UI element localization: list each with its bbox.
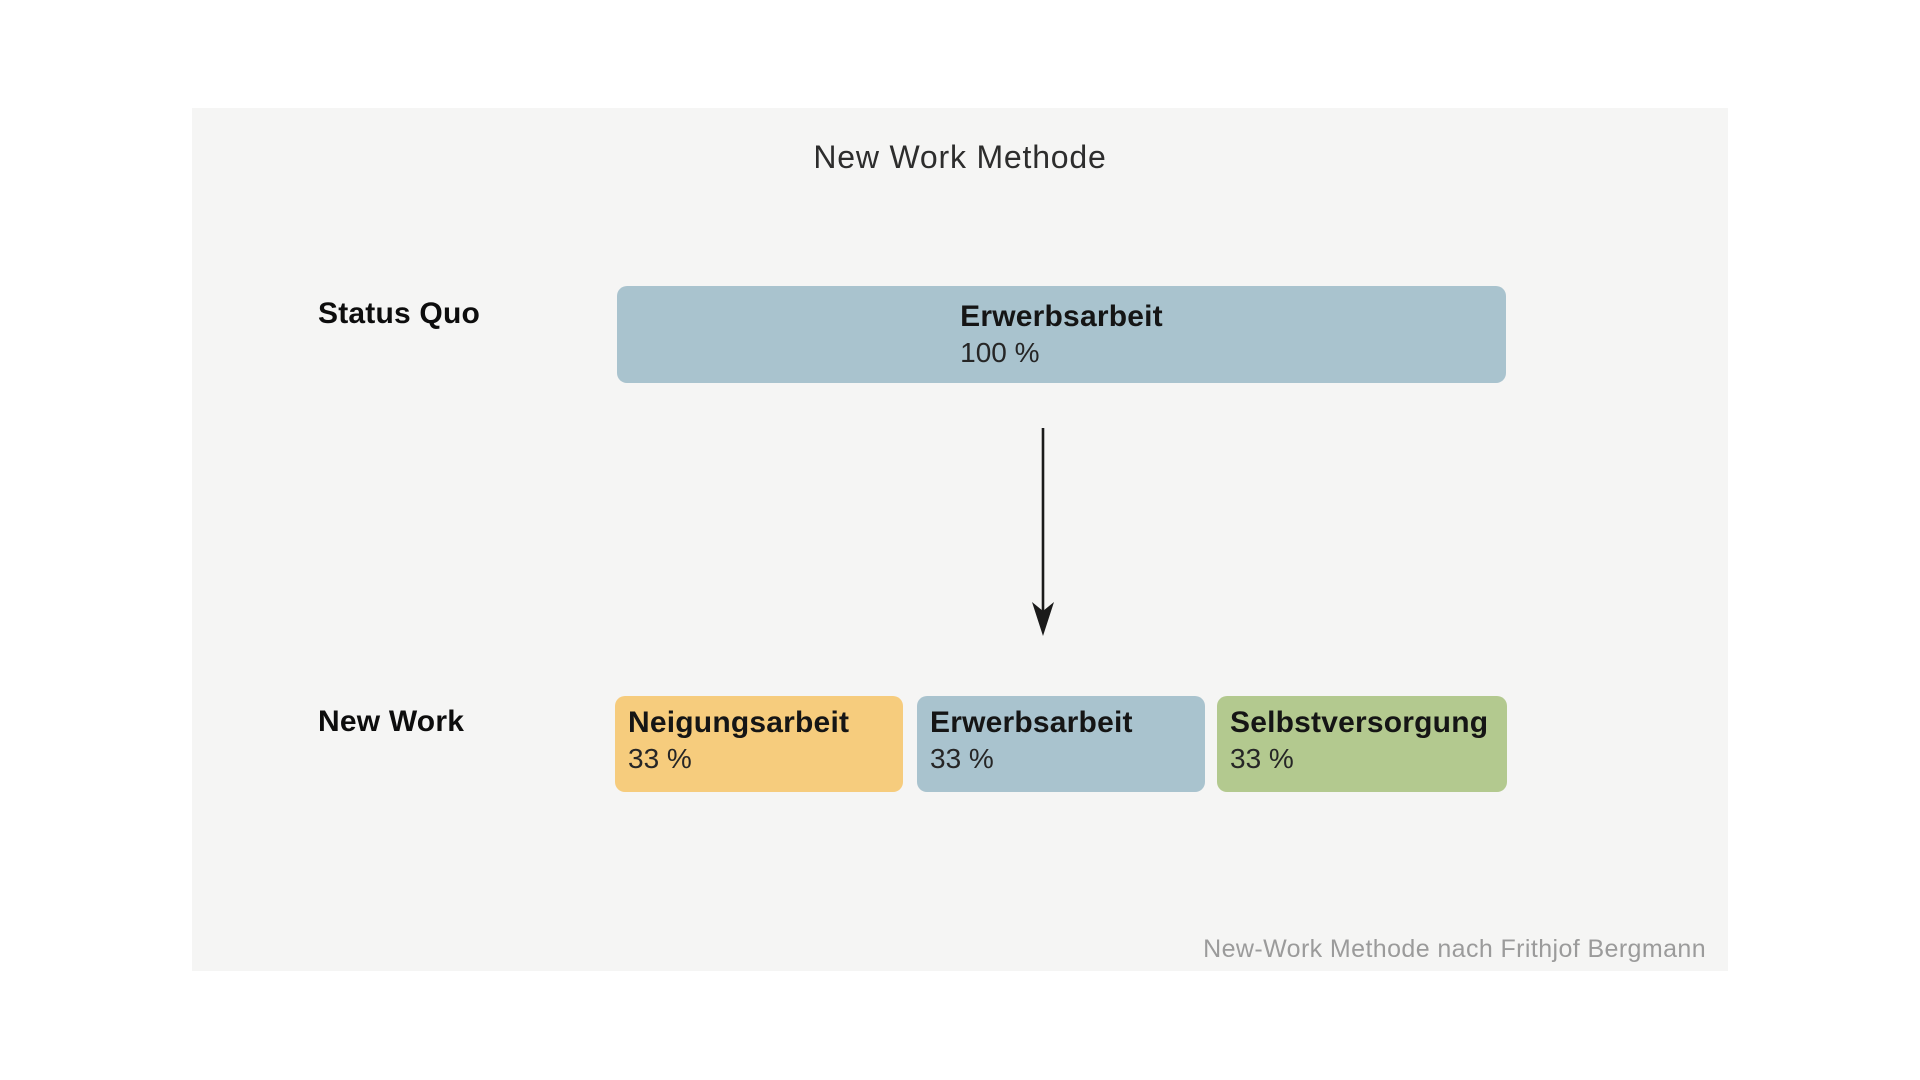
box-title: Neigungsarbeit <box>628 706 850 739</box>
box-title: Erwerbsarbeit <box>930 706 1133 739</box>
arrow-down-icon <box>1032 428 1054 636</box>
diagram-title: New Work Methode <box>813 139 1107 175</box>
status-quo-box-erwerbsarbeit: Erwerbsarbeit 100 % <box>617 286 1506 383</box>
new-work-box-selbstversorgung: Selbstversorgung 33 % <box>1217 696 1507 792</box>
box-value: 33 % <box>628 743 692 774</box>
box-title: Selbstversorgung <box>1230 706 1489 739</box>
box-text-block: Erwerbsarbeit 100 % <box>960 299 1163 370</box>
attribution-note: New-Work Methode nach Frithjof Bergmann <box>1203 935 1706 963</box>
box-value: 100 % <box>960 337 1040 368</box>
diagram-panel: New Work Methode Status Quo Erwerbsarbei… <box>192 108 1728 971</box>
box-value: 33 % <box>1230 743 1294 774</box>
row-label-new-work: New Work <box>318 705 465 738</box>
box-value: 33 % <box>930 743 994 774</box>
row-label-status-quo: Status Quo <box>318 297 481 330</box>
new-work-box-erwerbsarbeit: Erwerbsarbeit 33 % <box>917 696 1205 792</box>
box-title: Erwerbsarbeit <box>960 300 1163 333</box>
new-work-box-neigungsarbeit: Neigungsarbeit 33 % <box>615 696 903 792</box>
